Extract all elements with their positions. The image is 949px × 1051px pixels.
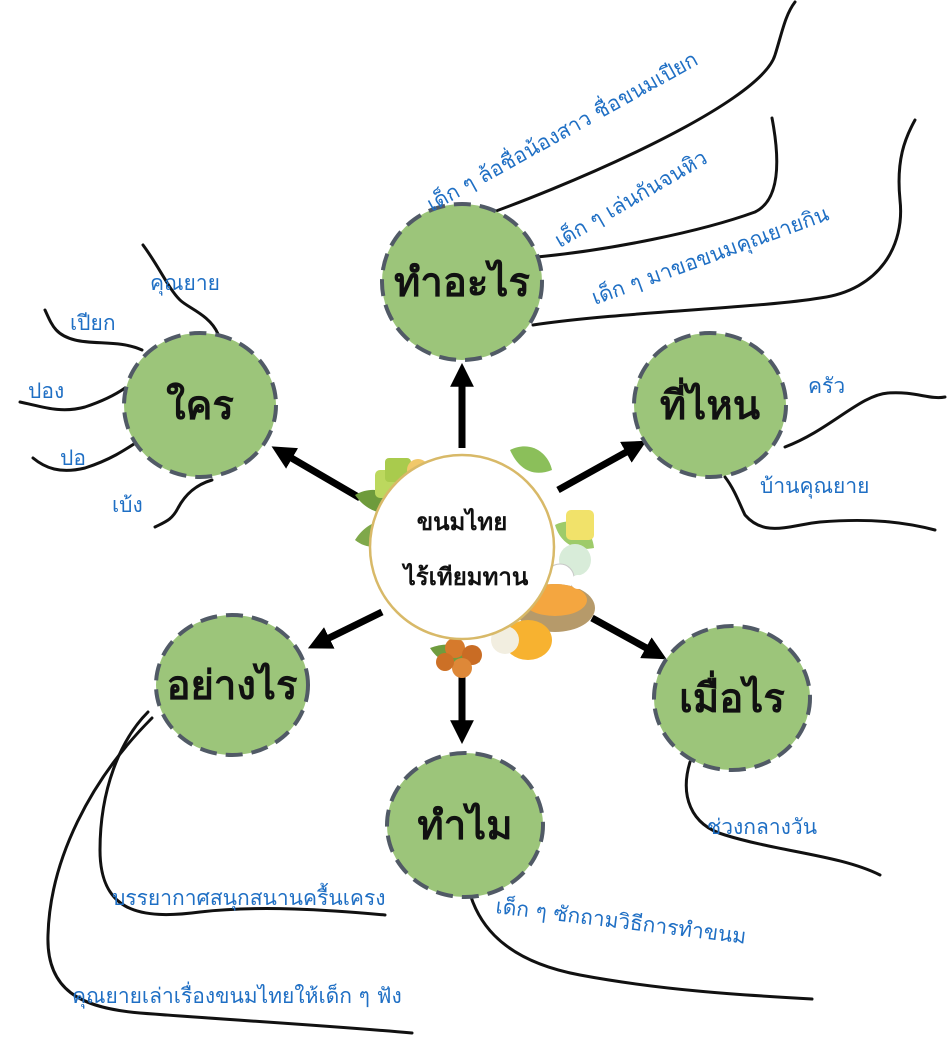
branch-line-why-1 — [463, 866, 814, 1001]
branch-line-who-1 — [141, 243, 220, 336]
node-why-label: ทำไม — [417, 802, 512, 849]
node-who: ใคร — [122, 331, 278, 479]
branch-line-what-1 — [463, 0, 797, 224]
branch-line-where-2 — [723, 475, 937, 532]
node-how: อย่างไร — [154, 613, 310, 757]
branch-lines — [18, 0, 947, 1035]
arrow-to-where — [556, 440, 647, 494]
arrow-to-how — [307, 608, 384, 649]
arrow-to-who — [271, 446, 362, 502]
branch-line-who-4 — [31, 438, 142, 472]
branch-line-who-3 — [18, 386, 127, 412]
branch-line-how-2 — [46, 716, 414, 1035]
label-where-1: ครัว — [808, 374, 845, 398]
branch-line-how-1 — [98, 710, 387, 917]
node-who-label: ใคร — [166, 382, 234, 429]
label-when-1: ช่วงกลางวัน — [707, 815, 817, 839]
label-who-3: ปอง — [28, 379, 64, 403]
label-why-1: เด็ก ๆ ซักถามวิธีการทำขนม — [494, 892, 747, 949]
label-how-1: บรรยากาศสนุกสนานครื้นเครง — [112, 883, 385, 911]
label-who-1: คุณยาย — [150, 271, 220, 296]
arrow-to-when — [590, 614, 667, 660]
node-when: เมื่อไร — [652, 624, 812, 772]
node-when-label: เมื่อไร — [679, 670, 785, 722]
center-node: ขนมไทย ไร้เทียมทาน — [355, 446, 595, 678]
branch-line-what-3 — [531, 118, 917, 327]
label-how-2: คุณยายเล่าเรื่องขนมไทยให้เด็ก ๆ ฟัง — [72, 981, 402, 1009]
label-who-2: เปียก — [70, 311, 116, 335]
center-title-line2: ไร้เทียมทาน — [401, 562, 529, 591]
node-what: ทำอะไร — [380, 202, 544, 362]
label-what-2: เด็ก ๆ เล่นกันจนหิว — [550, 144, 712, 252]
branch-line-what-2 — [535, 116, 779, 259]
node-where: ที่ไหน — [632, 331, 788, 479]
node-how-label: อย่างไร — [166, 662, 298, 709]
branch-line-where-1 — [783, 391, 947, 449]
label-where-2: บ้านคุณยาย — [760, 474, 869, 499]
node-what-label: ทำอะไร — [394, 259, 530, 306]
branch-line-when-1 — [684, 760, 882, 877]
branch-line-who-5 — [153, 478, 214, 529]
node-where-label: ที่ไหน — [660, 377, 760, 429]
label-who-5: เบ้ง — [112, 493, 143, 517]
branch-line-who-2 — [43, 308, 144, 352]
arrows — [271, 362, 667, 745]
center-title-line1: ขนมไทย — [417, 507, 508, 536]
label-who-4: ปอ — [60, 446, 86, 470]
node-why: ทำไม — [385, 751, 545, 899]
